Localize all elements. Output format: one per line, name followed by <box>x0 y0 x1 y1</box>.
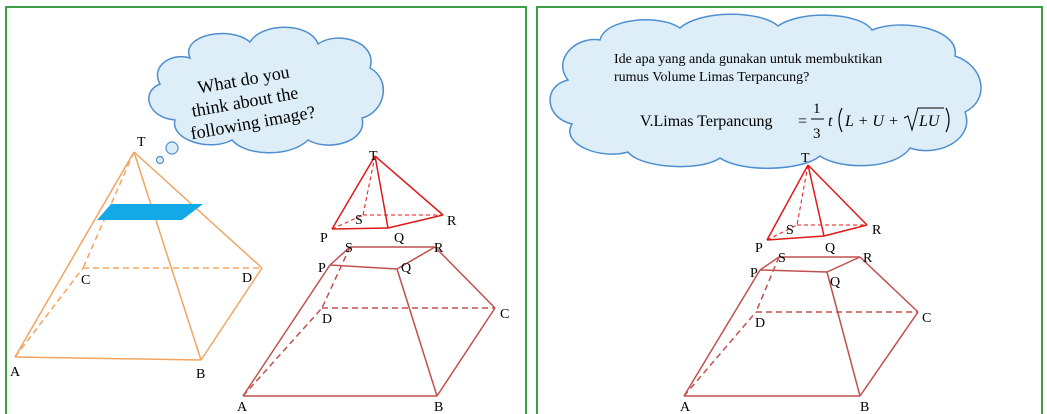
label-A-orange: A <box>10 365 21 380</box>
label-C-frustum-right: C <box>922 311 931 326</box>
label-A-frustum-right: A <box>680 400 691 414</box>
formula-t: t <box>828 113 833 130</box>
label-R-red-left: R <box>447 214 457 229</box>
label-R-frustum-right: R <box>863 251 873 266</box>
label-C-frustum-left: C <box>500 307 509 322</box>
formula-sqrt-sign <box>903 107 944 132</box>
label-Q-frustum-left: Q <box>401 261 411 276</box>
volume-formula: V.Limas Terpancung = 1 3 t L + U + LU <box>640 101 950 142</box>
label-Q-red-left: Q <box>394 231 404 246</box>
orange-pyramid <box>14 151 263 361</box>
formula-equals: = <box>798 113 807 130</box>
red-top-pyramid-left <box>331 155 444 230</box>
label-B-orange: B <box>196 367 205 382</box>
label-T-orange: T <box>137 135 146 150</box>
label-P-frustum-left: P <box>318 261 326 276</box>
formula-denominator: 3 <box>813 126 821 142</box>
label-B-frustum-left: B <box>434 400 443 414</box>
label-A-frustum-left: A <box>237 400 248 414</box>
label-S-frustum-left: S <box>345 241 353 256</box>
question-cloud: What do you think about the following im… <box>148 26 385 165</box>
frustum-left <box>242 246 496 397</box>
label-P-red-left: P <box>320 231 328 246</box>
left-panel-frame <box>5 6 527 414</box>
formula-root: LU <box>918 113 941 130</box>
formula-body: L + U + <box>844 113 899 130</box>
formula-right-paren <box>945 107 950 133</box>
label-C-orange: C <box>81 273 90 288</box>
question-cloud-right: Ide apa yang anda gunakan untuk membukti… <box>549 13 982 169</box>
label-P-red-right: P <box>755 241 763 256</box>
label-B-frustum-right: B <box>860 400 869 414</box>
label-T-red-right: T <box>801 151 810 166</box>
label-S-frustum-right: S <box>778 251 786 266</box>
cloud-right-line-1: Ide apa yang anda gunakan untuk membukti… <box>614 52 882 67</box>
label-R-red-right: R <box>872 223 882 238</box>
label-P-frustum-right: P <box>750 266 758 281</box>
right-panel-frame <box>536 6 1043 414</box>
label-S-red-right: S <box>786 223 794 238</box>
red-top-pyramid-right <box>766 164 868 241</box>
label-S-red-left: S <box>355 213 363 228</box>
label-D-orange: D <box>242 271 252 286</box>
label-Q-red-right: Q <box>825 241 835 256</box>
label-Q-frustum-right: Q <box>830 275 840 290</box>
label-T-red-left: T <box>369 149 378 164</box>
formula-left-paren <box>838 107 843 133</box>
formula-lhs: V.Limas Terpancung <box>640 113 772 130</box>
label-D-frustum-left: D <box>322 312 332 327</box>
cross-section-plane <box>97 204 203 220</box>
label-R-frustum-left: R <box>434 241 444 256</box>
frustum-right <box>683 256 919 397</box>
cloud-right-line-2: rumus Volume Limas Terpancung? <box>614 70 809 85</box>
label-D-frustum-right: D <box>755 316 765 331</box>
formula-numerator: 1 <box>813 101 821 117</box>
